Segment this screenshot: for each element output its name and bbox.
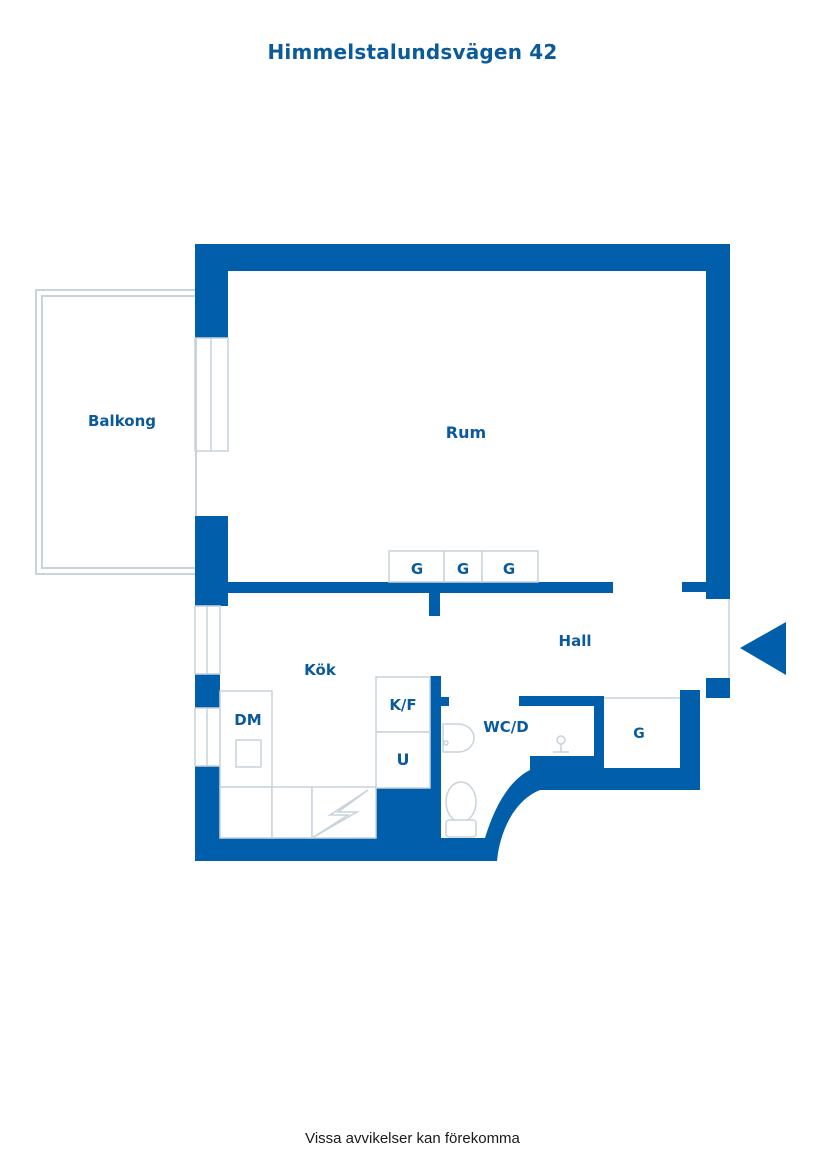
label-kf: K/F <box>389 696 416 714</box>
walls <box>195 244 730 861</box>
entrance-arrow-icon <box>740 622 786 675</box>
page-title: Himmelstalundsvägen 42 <box>267 40 558 64</box>
label-dm: DM <box>234 711 261 729</box>
label-g-storage: G <box>633 726 645 742</box>
balcony <box>35 289 197 575</box>
label-u: U <box>397 750 410 769</box>
windows <box>194 337 730 767</box>
wardrobes <box>388 550 539 583</box>
label-g3: G <box>503 560 515 578</box>
label-g2: G <box>457 560 469 578</box>
label-hall: Hall <box>559 632 592 650</box>
label-g1: G <box>411 560 423 578</box>
label-wcd: WC/D <box>483 718 528 736</box>
kitchen-fixtures <box>219 676 431 839</box>
bathroom-fixtures <box>442 723 569 838</box>
label-kok: Kök <box>304 661 337 679</box>
disclaimer: Vissa avvikelser kan förekomma <box>305 1130 520 1147</box>
label-balkong: Balkong <box>88 412 156 430</box>
label-rum: Rum <box>446 423 486 442</box>
